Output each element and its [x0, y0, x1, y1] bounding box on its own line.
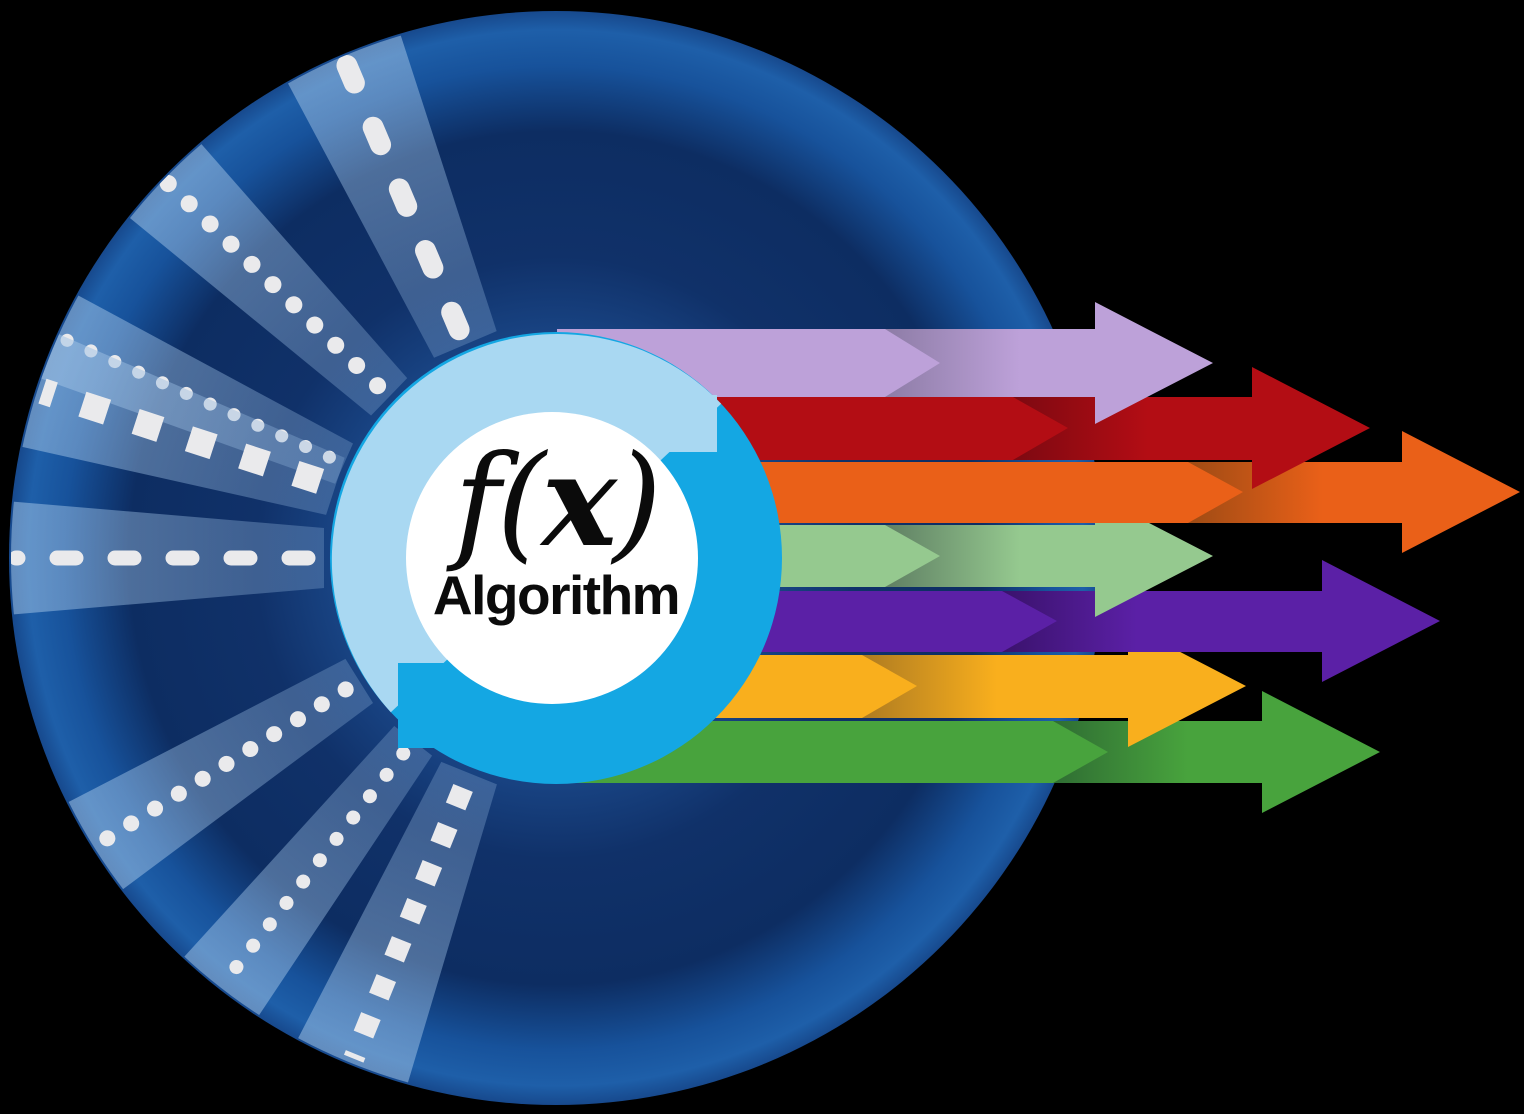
arrow-green-front — [557, 721, 1108, 783]
input-streams — [11, 27, 497, 1091]
stream-capsules-top — [284, 27, 497, 358]
stream-dots-bottom-left-dashes — [216, 746, 411, 991]
stream-capsules-left — [11, 501, 324, 615]
stream-squares-bottom-dashes — [343, 784, 473, 1063]
arrow-light-green-back — [885, 495, 1213, 617]
stream-dots-upper-left-dashes — [159, 174, 387, 395]
stream-squares-left — [14, 330, 345, 515]
arrow-amber-back — [862, 625, 1246, 747]
stream-squares-left-dashes — [38, 378, 325, 494]
stream-squares-bottom — [294, 761, 497, 1091]
stream-dots-lower-left — [62, 658, 374, 894]
stream-dots-bottom-left — [179, 726, 433, 1021]
stream-dots-lower-left-dashes — [90, 681, 354, 853]
stream-capsules-top-dashes — [334, 50, 470, 341]
algorithm-hub: f(x) Algorithm — [330, 332, 782, 784]
function-label: f(x) — [446, 427, 658, 575]
hub-core — [406, 412, 698, 704]
arrow-orange-back — [1188, 431, 1520, 553]
arrow-lavender-back — [885, 302, 1213, 424]
algorithm-label: Algorithm — [433, 564, 679, 626]
arrow-purple-back — [1002, 560, 1440, 682]
stream-dots-upper-left — [124, 138, 408, 416]
stream-capsules-left-wedge — [11, 501, 324, 615]
